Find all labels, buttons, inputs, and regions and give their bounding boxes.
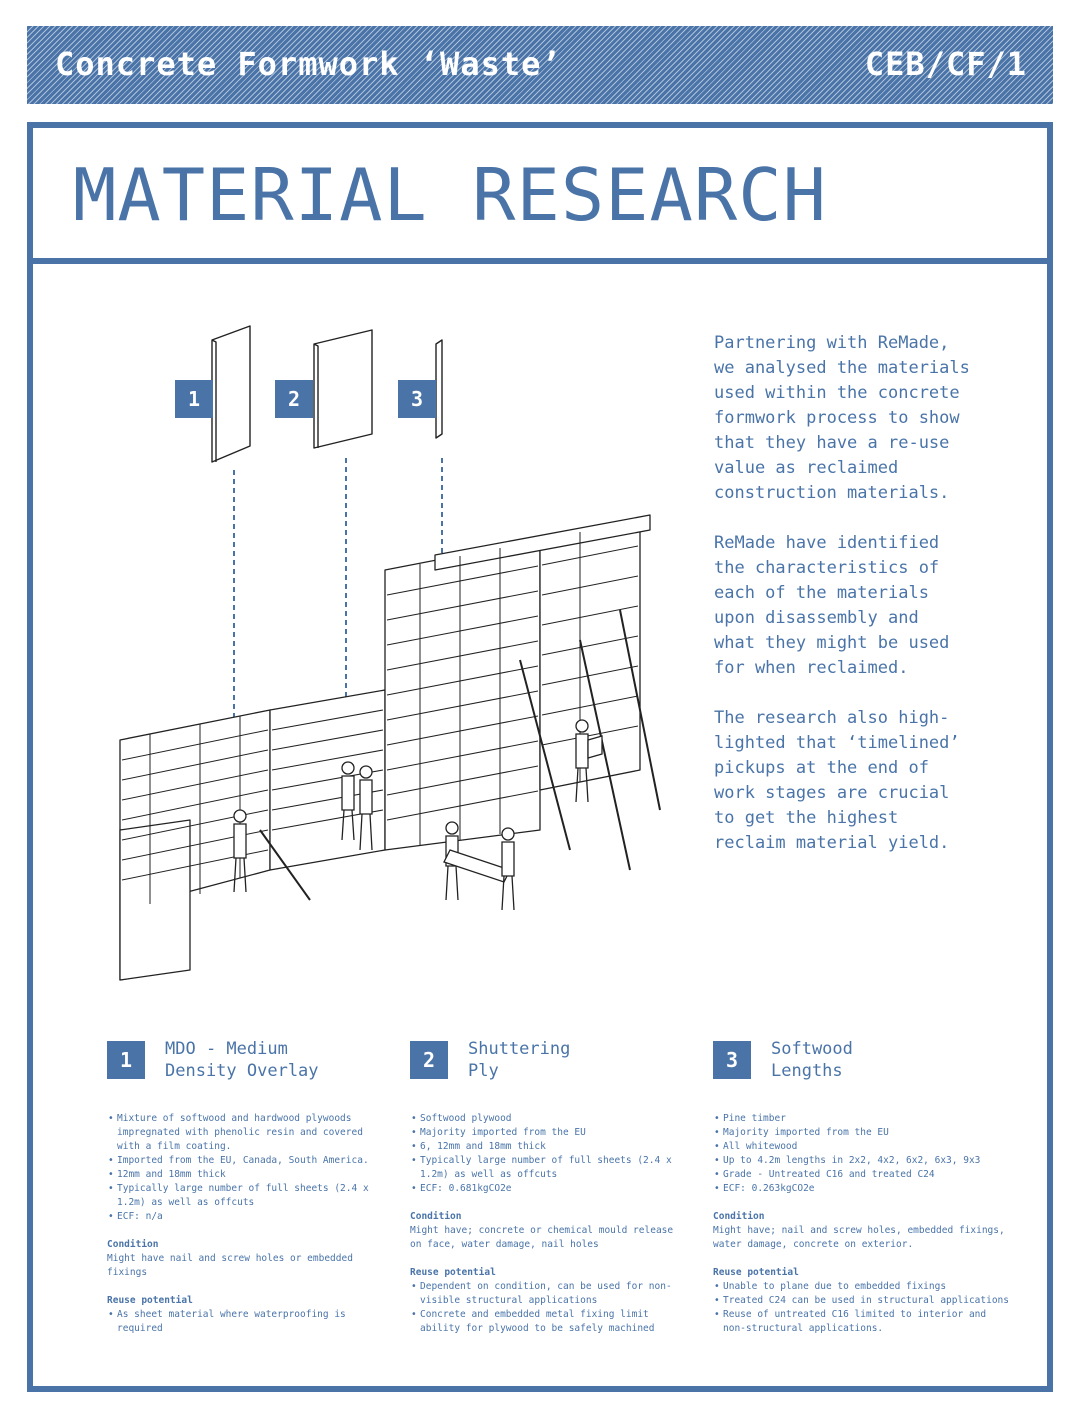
header-banner: Concrete Formwork ‘Waste’ CEB/CF/1 (27, 26, 1053, 104)
reuse-item: Concrete and embedded metal fixing limit… (410, 1308, 690, 1336)
spec-item: ECF: n/a (107, 1210, 387, 1224)
formwork-structure (119, 514, 651, 981)
spec-item: Imported from the EU, Canada, South Amer… (107, 1154, 387, 1168)
spec-list: Softwood plywood Majority imported from … (410, 1112, 690, 1196)
page-title: MATERIAL RESEARCH (73, 153, 827, 237)
spec-item: Typically large number of full sheets (2… (410, 1154, 690, 1182)
spec-list: Mixture of softwood and hardwood plywood… (107, 1112, 387, 1224)
reuse-list: Unable to plane due to embedded fixings … (713, 1280, 1013, 1336)
diagram-label-2: 2 (275, 380, 313, 418)
card-number: 3 (713, 1041, 751, 1079)
material-card-shuttering-ply: 2 Shuttering Ply Softwood plywood Majori… (410, 1038, 690, 1336)
card-number: 1 (107, 1041, 145, 1079)
intro-paragraph-2: ReMade have identified the characteristi… (714, 533, 950, 678)
formwork-props (259, 609, 661, 901)
spec-list: Pine timber Majority imported from the E… (713, 1112, 1013, 1196)
card-body: Mixture of softwood and hardwood plywood… (107, 1112, 387, 1336)
spec-item: Majority imported from the EU (410, 1126, 690, 1140)
reuse-item: Treated C24 can be used in structural ap… (713, 1294, 1013, 1308)
panel-1-drawing (211, 325, 251, 463)
reuse-list: Dependent on condition, can be used for … (410, 1280, 690, 1336)
reuse-item: Unable to plane due to embedded fixings (713, 1280, 1013, 1294)
spec-item: Typically large number of full sheets (2… (107, 1182, 387, 1210)
spec-item: Softwood plywood (410, 1112, 690, 1126)
reuse-item: As sheet material where waterproofing is… (107, 1308, 387, 1336)
material-card-mdo: 1 MDO - Medium Density Overlay Mixture o… (107, 1038, 387, 1336)
material-card-softwood-lengths: 3 Softwood Lengths Pine timber Majority … (713, 1038, 1013, 1336)
card-title: Shuttering Ply (468, 1039, 571, 1081)
card-number: 2 (410, 1041, 448, 1079)
card-header: 2 Shuttering Ply (410, 1038, 690, 1088)
spec-item: Up to 4.2m lengths in 2x2, 4x2, 6x2, 6x3… (713, 1154, 1013, 1168)
spec-item: ECF: 0.681kgCO2e (410, 1182, 690, 1196)
condition-heading: Condition (713, 1211, 765, 1222)
spec-item: 6, 12mm and 18mm thick (410, 1140, 690, 1154)
spec-item: All whitewood (713, 1140, 1013, 1154)
card-header: 3 Softwood Lengths (713, 1038, 1013, 1088)
header-code: CEB/CF/1 (864, 45, 1027, 83)
reuse-list: As sheet material where waterproofing is… (107, 1308, 387, 1336)
intro-text: Partnering with ReMade, we analysed the … (714, 331, 1024, 881)
panel-2-drawing (313, 329, 373, 449)
title-bar: MATERIAL RESEARCH (33, 128, 1047, 264)
reuse-heading: Reuse potential (410, 1267, 496, 1278)
spec-item: Pine timber (713, 1112, 1013, 1126)
reuse-item: Reuse of untreated C16 limited to interi… (713, 1308, 1013, 1336)
spec-item: Majority imported from the EU (713, 1126, 1013, 1140)
intro-paragraph-3: The research also high- lighted that ‘ti… (714, 708, 960, 853)
condition-text: Might have; concrete or chemical mould r… (410, 1225, 674, 1250)
header-title: Concrete Formwork ‘Waste’ (55, 45, 562, 83)
condition-heading: Condition (107, 1239, 159, 1250)
card-header: 1 MDO - Medium Density Overlay (107, 1038, 387, 1088)
formwork-illustration (119, 325, 661, 981)
condition-text: Might have; nail and screw holes, embedd… (713, 1225, 1005, 1250)
spec-item: 12mm and 18mm thick (107, 1168, 387, 1182)
card-title: Softwood Lengths (771, 1039, 853, 1081)
leader-lines (233, 458, 443, 728)
spec-item: Mixture of softwood and hardwood plywood… (107, 1112, 387, 1154)
card-body: Pine timber Majority imported from the E… (713, 1112, 1013, 1336)
condition-text: Might have nail and screw holes or embed… (107, 1253, 353, 1278)
reuse-item: Dependent on condition, can be used for … (410, 1280, 690, 1308)
intro-paragraph-1: Partnering with ReMade, we analysed the … (714, 333, 970, 503)
workers (233, 719, 603, 911)
card-body: Softwood plywood Majority imported from … (410, 1112, 690, 1336)
condition-heading: Condition (410, 1211, 462, 1222)
spec-item: Grade - Untreated C16 and treated C24 (713, 1168, 1013, 1182)
diagram-label-1: 1 (175, 380, 213, 418)
diagram-label-3: 3 (398, 380, 436, 418)
main-frame: MATERIAL RESEARCH (27, 122, 1053, 1392)
panel-3-drawing (435, 339, 443, 439)
reuse-heading: Reuse potential (713, 1267, 799, 1278)
spec-item: ECF: 0.263kgCO2e (713, 1182, 1013, 1196)
card-title: MDO - Medium Density Overlay (165, 1039, 319, 1081)
reuse-heading: Reuse potential (107, 1295, 193, 1306)
